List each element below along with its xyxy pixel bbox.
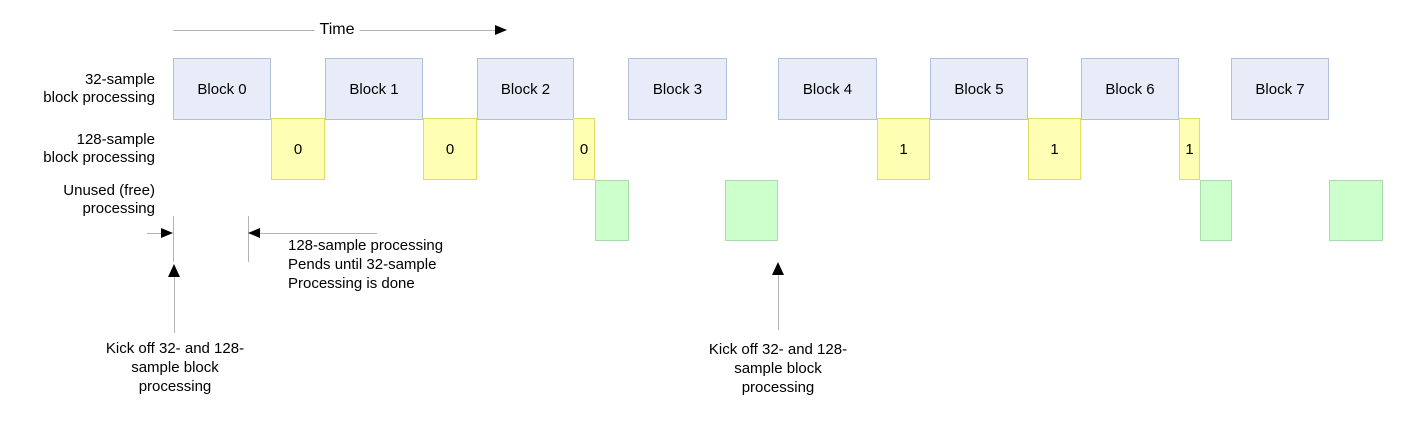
- dimension-extension-line-left: [173, 216, 174, 262]
- block-32-sample: Block 0: [173, 58, 271, 120]
- kickoff-note-line: processing: [138, 378, 212, 395]
- dimension-arrow-right-line: [260, 233, 377, 234]
- kickoff-note-line: sample block: [734, 360, 822, 377]
- kickoff-note-line: Kick off 32- and 128-: [708, 341, 848, 358]
- row-label-32-sample: 32-sample block processing: [5, 71, 155, 107]
- row-label-line: 128-sample: [76, 131, 155, 148]
- row-label-unused-free: Unused (free) processing: [5, 182, 155, 218]
- pend-note: 128-sample processing Pends until 32-sam…: [288, 236, 498, 293]
- pend-note-line: 128-sample processing: [288, 237, 444, 254]
- row-label-line: block processing: [43, 89, 155, 106]
- row-label-line: processing: [82, 200, 155, 217]
- block-free: [725, 180, 778, 241]
- kickoff-left-note: Kick off 32- and 128- sample block proce…: [75, 339, 275, 396]
- kickoff-right-note: Kick off 32- and 128- sample block proce…: [678, 340, 878, 397]
- time-axis-label: Time: [314, 20, 360, 39]
- block-32-sample: Block 6: [1081, 58, 1179, 120]
- kickoff-left-arrow-line: [174, 277, 175, 333]
- block-32-sample: Block 2: [477, 58, 574, 120]
- block-32-sample: Block 5: [930, 58, 1028, 120]
- block-32-sample: Block 4: [778, 58, 877, 120]
- kickoff-note-line: Kick off 32- and 128-: [105, 340, 245, 357]
- block-free: [1200, 180, 1232, 241]
- row-label-line: 32-sample: [84, 71, 155, 88]
- block-128-sample: 0: [423, 118, 477, 180]
- row-label-128-sample: 128-sample block processing: [5, 131, 155, 167]
- block-128-sample: 1: [877, 118, 930, 180]
- kickoff-note-line: processing: [741, 379, 815, 396]
- dimension-arrowhead-left-icon: [248, 228, 260, 238]
- block-128-sample: 1: [1179, 118, 1200, 180]
- block-free: [595, 180, 629, 241]
- block-128-sample: 0: [573, 118, 595, 180]
- block-32-sample: Block 1: [325, 58, 423, 120]
- row-label-line: Unused (free): [63, 182, 155, 199]
- block-128-sample: 1: [1028, 118, 1081, 180]
- block-free: [1329, 180, 1383, 241]
- pend-note-line: Pends until 32-sample: [288, 256, 437, 273]
- block-32-sample: Block 3: [628, 58, 727, 120]
- kickoff-right-arrow-line: [778, 275, 779, 330]
- dimension-arrow-left-line: [147, 233, 163, 234]
- time-axis-arrowhead-icon: [495, 25, 507, 35]
- kickoff-right-arrowhead-icon: [772, 262, 784, 275]
- dimension-arrowhead-right-icon: [161, 228, 173, 238]
- pend-note-line: Processing is done: [288, 275, 415, 292]
- row-label-line: block processing: [43, 149, 155, 166]
- kickoff-left-arrowhead-icon: [168, 264, 180, 277]
- dimension-extension-line-right: [248, 216, 249, 262]
- block-128-sample: 0: [271, 118, 325, 180]
- block-32-sample: Block 7: [1231, 58, 1329, 120]
- kickoff-note-line: sample block: [131, 359, 219, 376]
